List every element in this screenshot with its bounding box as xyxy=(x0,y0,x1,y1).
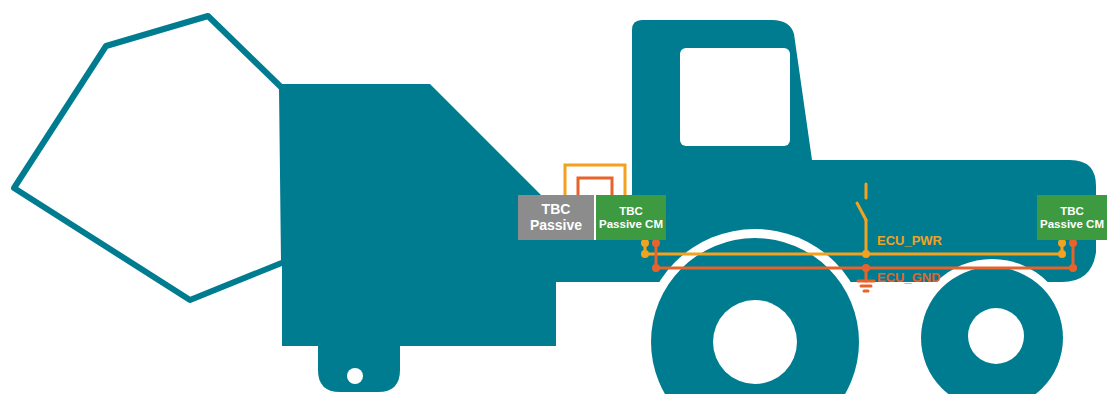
ground-wire xyxy=(656,240,1073,268)
loader-bucket xyxy=(14,16,284,300)
junction-dot xyxy=(641,239,649,247)
junction-dot xyxy=(1058,250,1066,258)
tbc-cm-box: TBC Passive CM xyxy=(596,195,666,240)
power-wire xyxy=(645,240,1062,254)
cab-window xyxy=(680,48,790,146)
junction-dot xyxy=(652,239,660,247)
tbc-cm-box: TBC Passive CM xyxy=(1037,195,1107,240)
box-label: TBC Passive CM xyxy=(1039,205,1105,231)
ecu-switch xyxy=(857,184,866,254)
loader-foot xyxy=(318,340,400,392)
tbc-passive-box: TBC Passive xyxy=(518,195,594,240)
loader-body xyxy=(282,84,556,346)
signal-name: ECU_GND xyxy=(877,271,941,284)
front-hub xyxy=(968,308,1024,364)
tractor-body xyxy=(554,20,1096,282)
junction-dot xyxy=(862,264,870,272)
rear-wheel xyxy=(651,238,859,394)
front-wheel xyxy=(921,267,1063,394)
foot-hole xyxy=(347,368,363,384)
box-label: TBC Passive CM xyxy=(598,205,664,231)
junction-dot xyxy=(862,250,870,258)
junction-dot xyxy=(641,250,649,258)
box-label: TBC Passive xyxy=(520,202,592,233)
junction-dot xyxy=(1058,239,1066,247)
signal-name: ECU_PWR xyxy=(877,234,942,247)
junction-dot xyxy=(1069,239,1077,247)
signal-wire xyxy=(578,178,612,195)
rear-hub xyxy=(713,300,797,384)
junction-dot xyxy=(652,264,660,272)
signal-wire xyxy=(565,165,625,195)
junction-dot xyxy=(1069,264,1077,272)
